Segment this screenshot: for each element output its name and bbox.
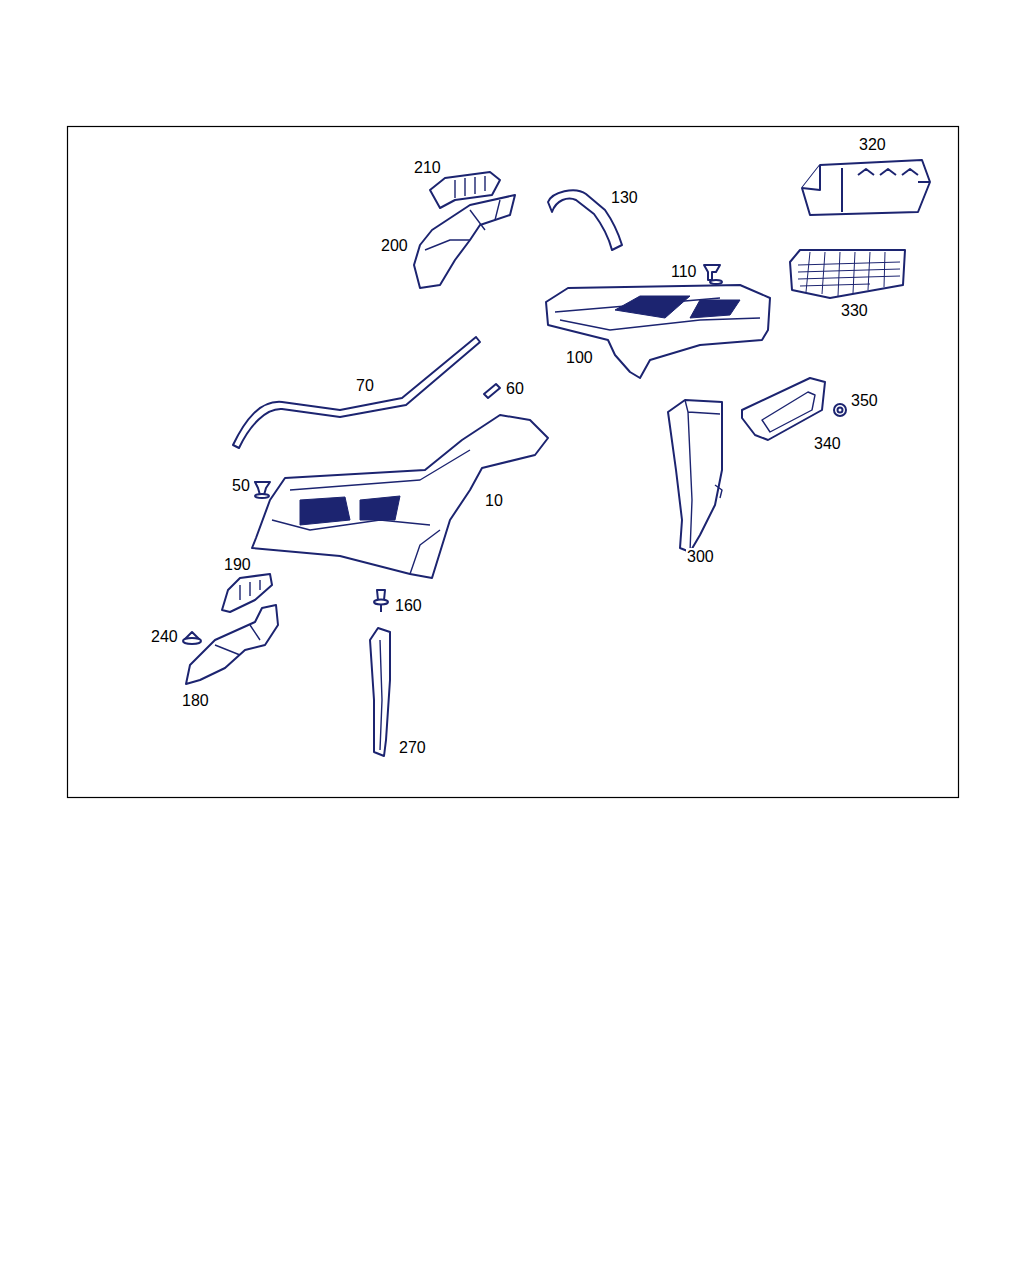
callout-number: 50 [231, 477, 251, 495]
callout-number: 240 [150, 628, 179, 646]
callout-number: 100 [565, 349, 594, 367]
callout-number: 70 [355, 377, 375, 395]
callout-number: 60 [505, 380, 525, 398]
callout-number: 270 [398, 739, 427, 757]
callout-number: 180 [181, 692, 210, 710]
callout-number: 300 [686, 548, 715, 566]
callout-number: 160 [394, 597, 423, 615]
callout-number: 200 [380, 237, 409, 255]
frame-border [68, 127, 959, 798]
part-drawings [183, 160, 930, 756]
callout-number: 210 [413, 159, 442, 177]
callout-number: 350 [850, 392, 879, 410]
callout-number: 130 [610, 189, 639, 207]
callout-number: 190 [223, 556, 252, 574]
callout-number: 330 [840, 302, 869, 320]
callout-number: 340 [813, 435, 842, 453]
callout-number: 110 [670, 263, 698, 281]
callout-number: 10 [484, 492, 504, 510]
callout-number: 320 [858, 136, 887, 154]
